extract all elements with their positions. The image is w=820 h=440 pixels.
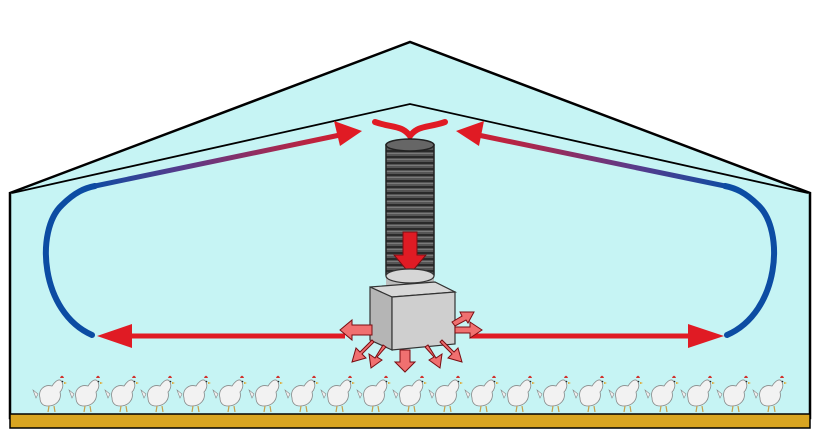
chicken-icon	[248, 375, 283, 413]
chicken-icon	[572, 375, 607, 413]
duct-down-arrow	[392, 231, 428, 275]
chicken-icon	[752, 375, 787, 413]
heater-outlet-arrows	[339, 311, 483, 373]
chicken-icon	[392, 375, 427, 413]
chicken-icon	[500, 375, 535, 413]
right-return-airflow	[722, 183, 777, 338]
right-rising-arrowhead	[456, 121, 484, 146]
chicken-icon	[428, 375, 463, 413]
chicken-icon	[176, 375, 211, 413]
chicken-icon	[212, 375, 247, 413]
chicken-icon	[608, 375, 643, 413]
chicken-icon	[320, 375, 355, 413]
chicken-icon	[356, 375, 391, 413]
chicken-icon	[680, 375, 715, 413]
left-rising-airflow	[94, 132, 341, 189]
chicken-icon	[644, 375, 679, 413]
left-floor-arrowhead	[97, 324, 132, 348]
chicken-icon	[68, 375, 103, 413]
heater-unit-icon	[369, 268, 458, 351]
chicken-icon	[32, 375, 67, 413]
chicken-icon	[464, 375, 499, 413]
left-return-airflow	[42, 183, 98, 338]
chicken-flock	[32, 375, 787, 413]
floor-strip	[9, 413, 811, 429]
chicken-icon	[716, 375, 751, 413]
right-rising-airflow	[477, 132, 726, 189]
heat-intake-curl	[372, 119, 448, 142]
chicken-icon	[140, 375, 175, 413]
ceiling-line	[11, 103, 809, 194]
chicken-icon	[284, 375, 319, 413]
chicken-icon	[104, 375, 139, 413]
right-floor-arrowhead	[688, 324, 724, 348]
left-rising-arrowhead	[334, 121, 362, 146]
chicken-icon	[536, 375, 571, 413]
